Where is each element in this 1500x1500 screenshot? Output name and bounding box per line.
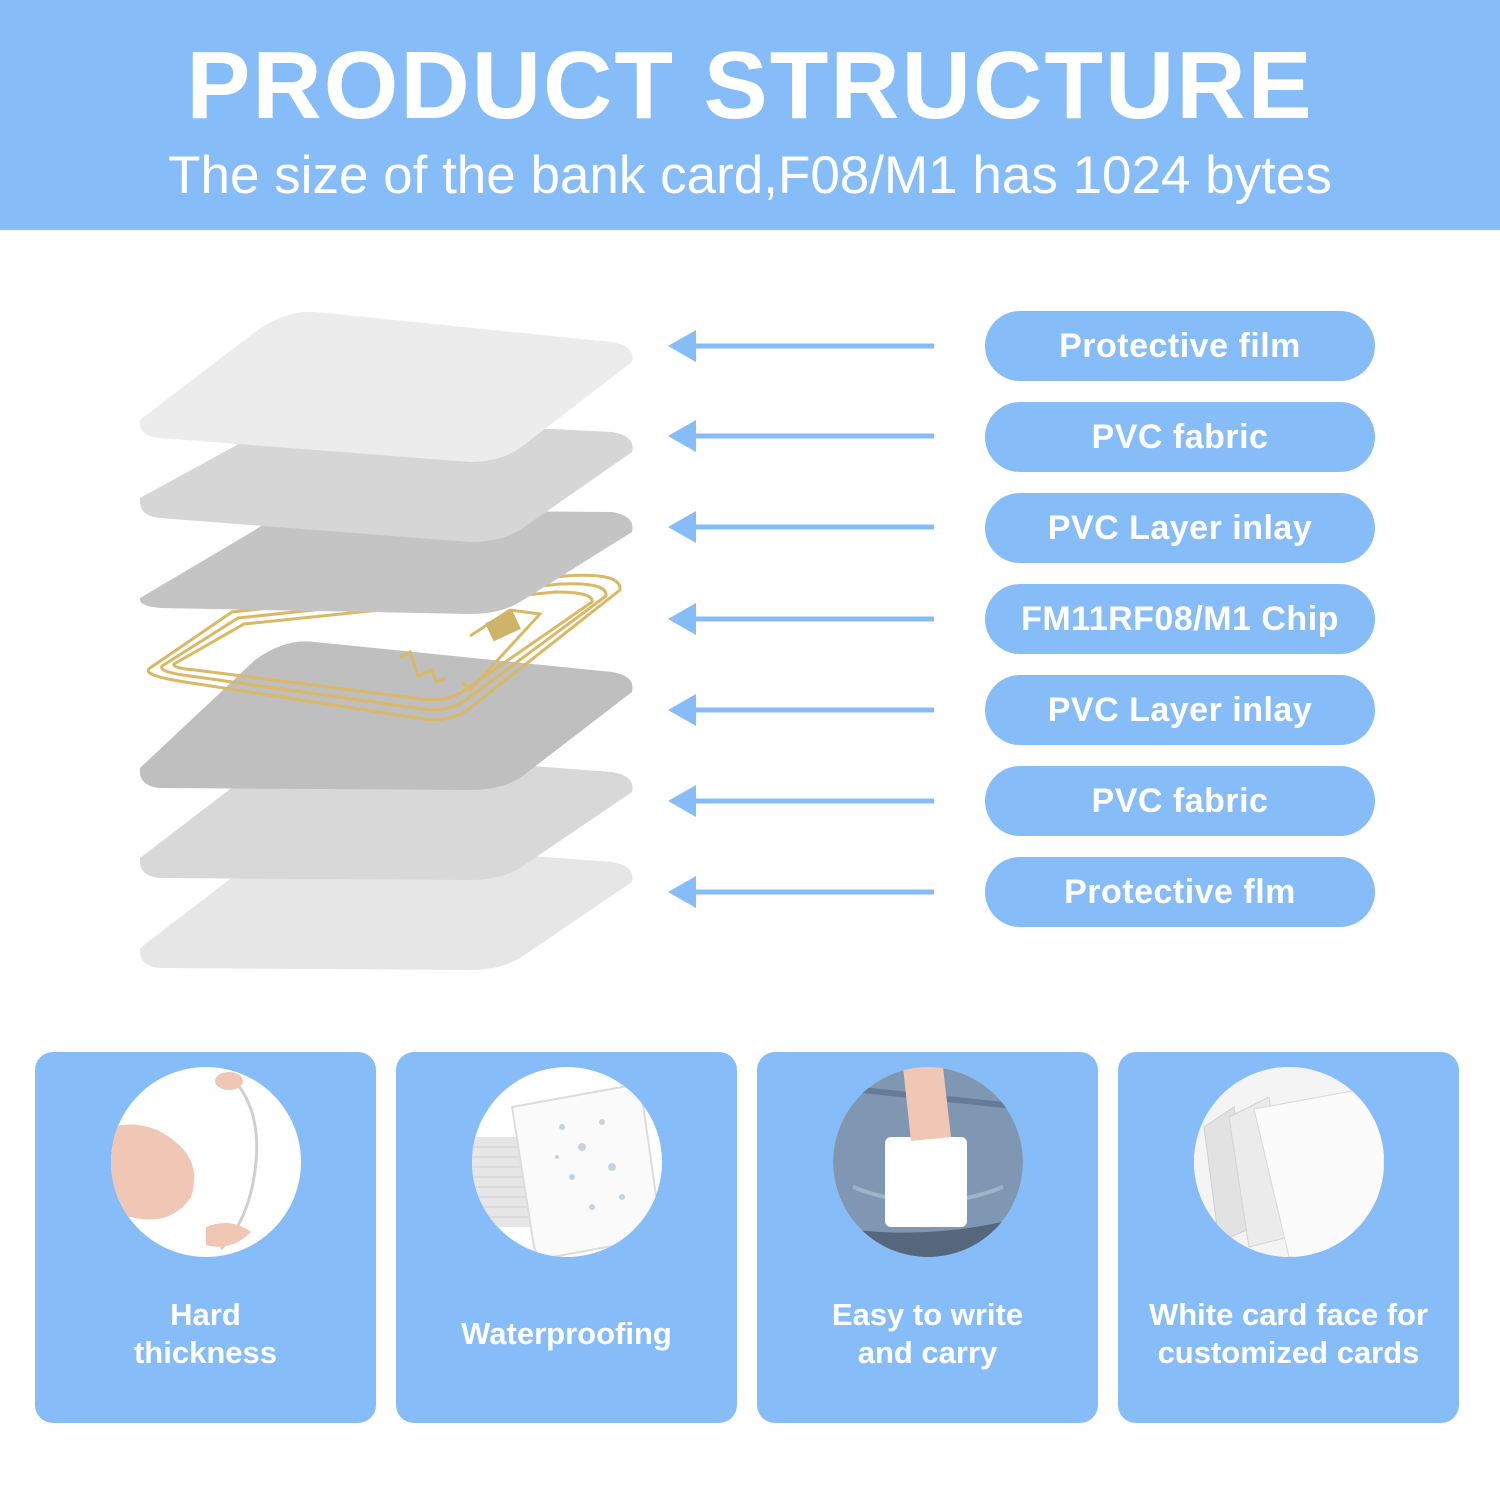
arrow-icon — [668, 330, 934, 362]
feature-card-waterproofing: Waterproofing — [396, 1052, 737, 1423]
layer-label-protective-film: Protective film — [985, 311, 1375, 381]
pocket-card-icon — [833, 1067, 1023, 1257]
arrow-icon — [668, 694, 934, 726]
layer-protective-film-top — [139, 311, 633, 462]
water-drops-card-icon — [472, 1067, 662, 1257]
page-title: PRODUCT STRUCTURE — [186, 32, 1314, 139]
layer-pvc-inlay-top — [139, 509, 633, 614]
feature-label: Waterproofing — [461, 1316, 672, 1351]
card-stack-icon — [1194, 1067, 1384, 1257]
layer-label-protective-film: Protective flm — [985, 857, 1375, 927]
header-banner: PRODUCT STRUCTURE The size of the bank c… — [0, 0, 1500, 230]
card-layers-diagram — [139, 311, 934, 970]
arrow-icon — [668, 603, 934, 635]
layer-label-pvc-fabric: PVC fabric — [985, 766, 1375, 836]
rfid-antenna-icon — [146, 573, 622, 722]
arrow-icon — [668, 420, 934, 452]
arrow-icon — [668, 511, 934, 543]
arrow-icon — [668, 876, 934, 908]
chip-icon — [485, 610, 521, 642]
layer-label-pvc-layer-inlay: PVC Layer inlay — [985, 493, 1375, 563]
arrow-icon — [668, 785, 934, 817]
layer-label-pvc-fabric: PVC fabric — [985, 402, 1375, 472]
layer-pvc-inlay-bottom — [139, 641, 633, 790]
layer-label-pvc-layer-inlay: PVC Layer inlay — [985, 675, 1375, 745]
layer-label-chip: FM11RF08/M1 Chip — [985, 584, 1375, 654]
card-bending-icon — [111, 1067, 301, 1257]
page-subtitle: The size of the bank card,F08/M1 has 102… — [168, 146, 1332, 205]
